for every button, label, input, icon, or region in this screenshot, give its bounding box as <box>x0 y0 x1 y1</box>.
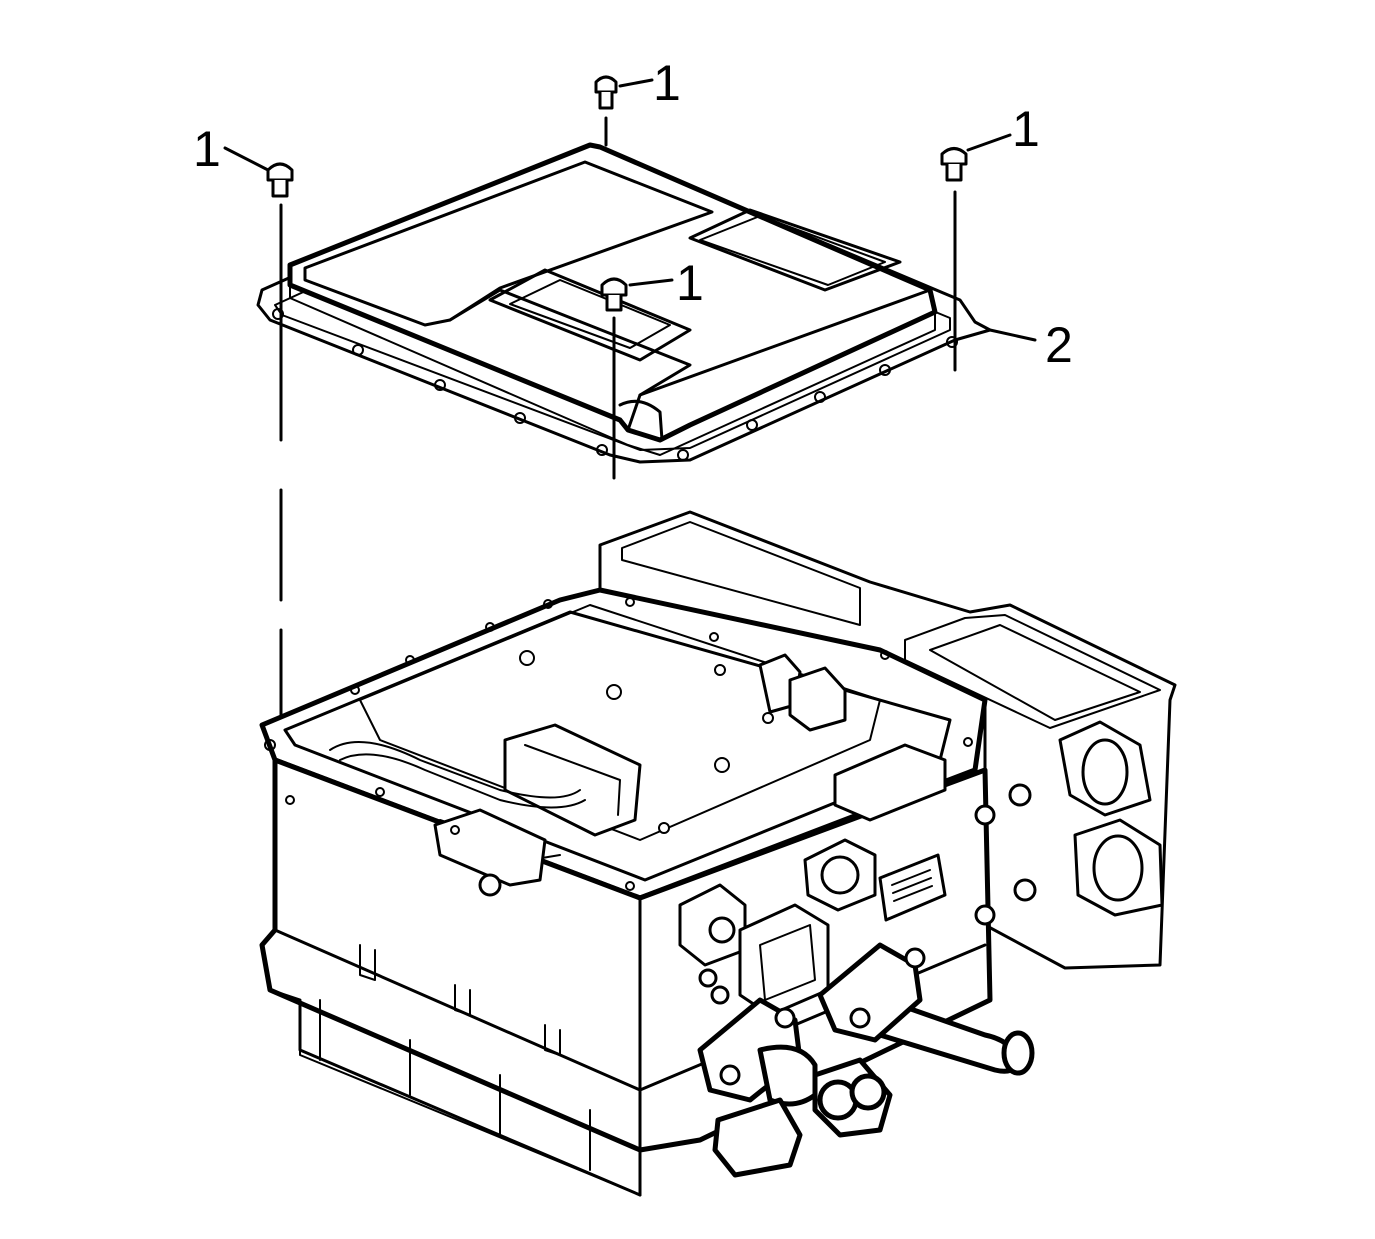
bolt-icon <box>594 75 618 147</box>
callout-gasket: 2 <box>1045 317 1073 373</box>
bolt-icon <box>940 147 968 182</box>
leader-lines <box>223 78 1037 342</box>
callout-bolt-right: 1 <box>1012 101 1040 157</box>
inverter-cover <box>256 142 992 464</box>
callout-bolt-top: 1 <box>653 55 681 111</box>
callout-bolt-left: 1 <box>193 121 221 177</box>
callout-bolt-center: 1 <box>676 255 704 311</box>
inverter-module <box>259 510 1177 1197</box>
bolt-icon <box>600 277 628 312</box>
bolt-icon <box>266 162 294 198</box>
